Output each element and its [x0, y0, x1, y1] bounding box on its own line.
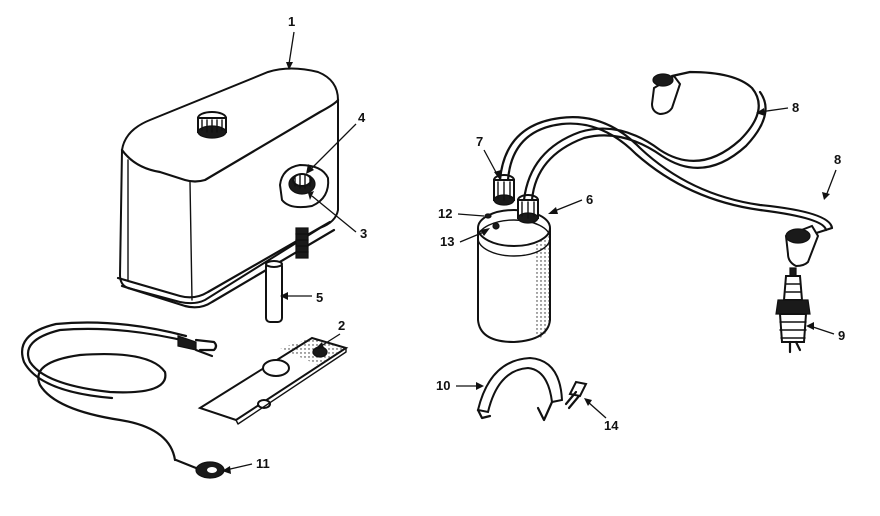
clamp-strap	[476, 356, 564, 422]
mounting-plate	[197, 336, 349, 425]
spark-plug	[775, 267, 811, 354]
spark-plug-leads	[498, 70, 834, 268]
callout-1: 1	[286, 14, 295, 70]
callout-label-8-upper: 8	[792, 100, 799, 115]
callout-label-8-lower: 8	[834, 152, 841, 167]
callout-3: 3	[308, 191, 367, 241]
callout-13: 13	[440, 228, 490, 249]
callout-7: 7	[476, 134, 501, 180]
clamp-screw	[564, 380, 588, 410]
callout-label-1: 1	[288, 14, 295, 29]
callout-label-2: 2	[338, 318, 345, 333]
ground-wire	[21, 321, 225, 479]
callout-4: 4	[306, 110, 366, 174]
callout-label-6: 6	[586, 192, 593, 207]
callout-10: 10	[436, 378, 484, 393]
callout-label-3: 3	[360, 226, 367, 241]
callout-label-13: 13	[440, 234, 454, 249]
callout-label-10: 10	[436, 378, 450, 393]
callout-11: 11	[222, 456, 270, 474]
callout-6: 6	[548, 192, 593, 214]
sleeve-tube	[265, 260, 283, 323]
callout-5: 5	[280, 290, 323, 305]
callout-label-14: 14	[604, 418, 619, 433]
callout-8-upper: 8	[756, 100, 799, 116]
callout-label-11: 11	[256, 456, 270, 471]
callout-12: 12	[438, 206, 485, 221]
callout-8-lower: 8	[822, 152, 841, 200]
callout-2: 2	[314, 318, 345, 350]
callout-label-7: 7	[476, 134, 483, 149]
callout-label-12: 12	[438, 206, 452, 221]
callout-9: 9	[806, 322, 845, 343]
ignition-housing	[116, 67, 340, 309]
callout-label-9: 9	[838, 328, 845, 343]
ignition-coil	[477, 174, 551, 344]
callout-14: 14	[584, 398, 619, 433]
callout-label-4: 4	[358, 110, 366, 125]
callout-label-5: 5	[316, 290, 323, 305]
